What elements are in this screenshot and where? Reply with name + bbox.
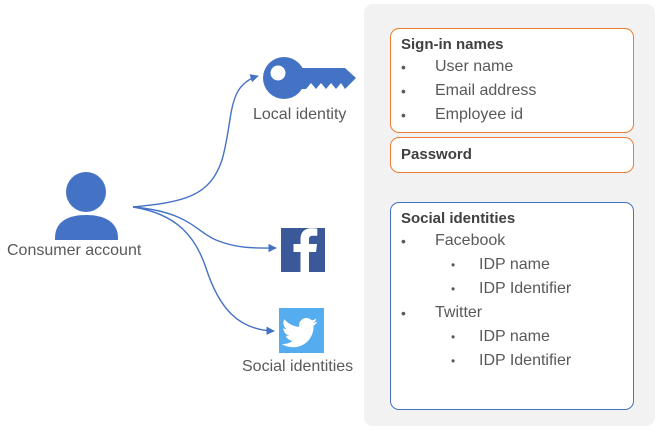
bullet-icon: • [401, 83, 406, 99]
bullet-icon: • [451, 282, 456, 296]
bullet-icon: • [401, 233, 406, 249]
list-item: • IDP name [451, 325, 571, 349]
list-item-label: Employee id [435, 106, 524, 123]
connector-to-local-identity [132, 74, 259, 208]
card-title-sign-in-names: Sign-in names [401, 36, 504, 53]
list-item: • Twitter [401, 301, 571, 325]
card-password: Password [390, 137, 634, 173]
list-item-label: Twitter [435, 304, 483, 321]
bullet-icon: • [451, 354, 456, 368]
card-social-identities: Social identities • Facebook • IDP name … [390, 202, 634, 410]
social-identities-label: Social identities [242, 358, 354, 375]
connector-to-twitter [132, 206, 275, 335]
local-identity-label: Local identity [253, 106, 347, 123]
list-item: • User name [401, 55, 536, 79]
social-identities-list: • Facebook • IDP name • IDP Identifier • [401, 229, 571, 373]
card-title-social-identities: Social identities [401, 210, 516, 227]
facebook-attribute-list: • IDP name • IDP Identifier [401, 253, 571, 301]
list-item: • IDP Identifier [451, 349, 571, 373]
list-item-label: IDP Identifier [479, 280, 572, 297]
sublist-container: • IDP name • IDP Identifier [401, 253, 571, 301]
sign-in-names-list: • User name • Email address • Employee i… [401, 55, 536, 127]
list-item: • Employee id [401, 103, 536, 127]
list-item: • IDP name [451, 253, 571, 277]
list-item-label: IDP name [479, 328, 550, 345]
connector-to-facebook [132, 206, 277, 253]
list-item-label: IDP Identifier [479, 352, 572, 369]
bullet-icon: • [401, 59, 406, 75]
card-sign-in-names: Sign-in names • User name • Email addres… [390, 28, 634, 133]
bullet-icon: • [451, 258, 456, 272]
list-item-label: Facebook [435, 232, 506, 249]
key-icon [263, 57, 356, 99]
list-item-label: IDP name [479, 256, 550, 273]
sublist-container: • IDP name • IDP Identifier [401, 325, 571, 373]
person-icon [55, 172, 118, 240]
list-item: • IDP Identifier [451, 277, 571, 301]
list-item-label: User name [435, 58, 514, 75]
list-item-label: Email address [435, 82, 537, 99]
twitter-icon [279, 308, 324, 353]
consumer-account-label: Consumer account [7, 242, 142, 259]
twitter-attribute-list: • IDP name • IDP Identifier [401, 325, 571, 373]
bullet-icon: • [401, 305, 406, 321]
list-item: • Facebook [401, 229, 571, 253]
bullet-icon: • [451, 330, 456, 344]
card-title-password: Password [401, 146, 472, 163]
facebook-icon [281, 228, 325, 272]
bullet-icon: • [401, 107, 406, 123]
list-item: • Email address [401, 79, 536, 103]
